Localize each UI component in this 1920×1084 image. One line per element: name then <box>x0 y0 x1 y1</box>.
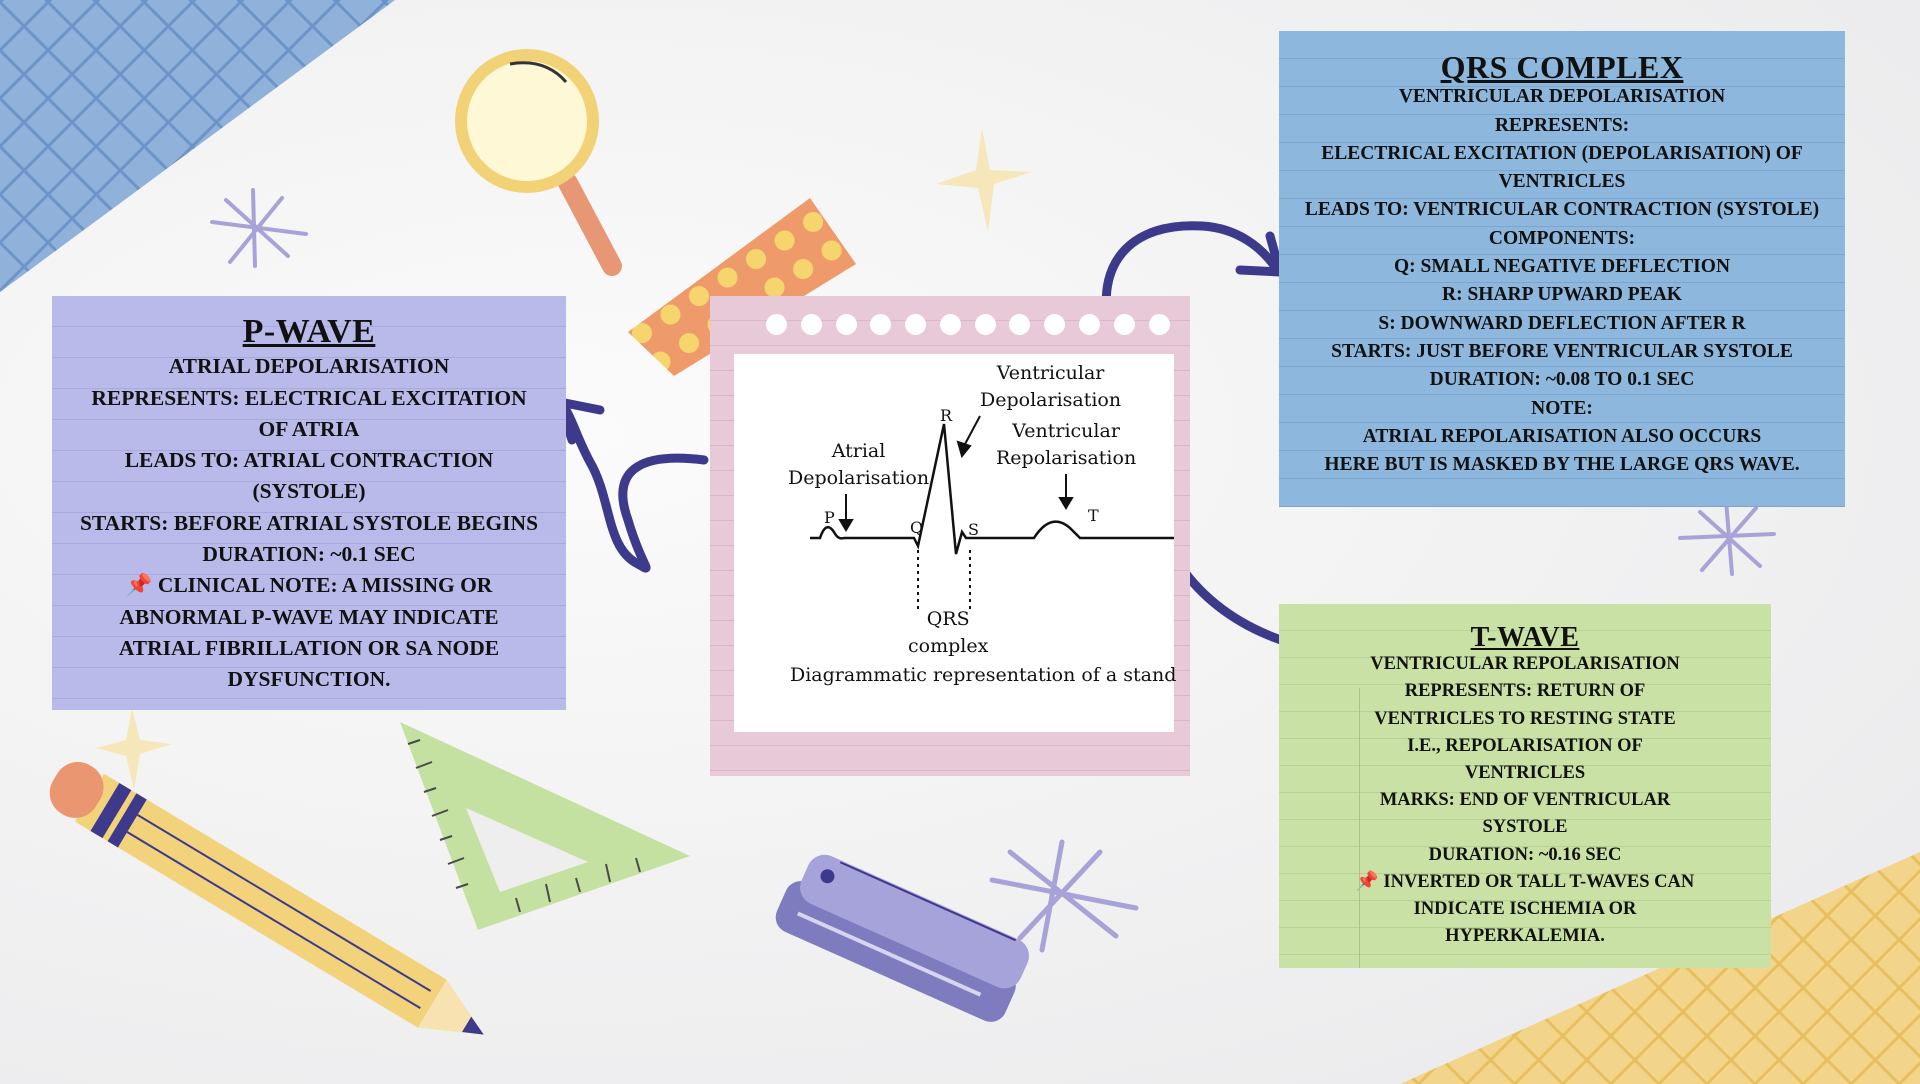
ecg-diagram: Ventricular Depolarisation Ventricular R… <box>734 354 1177 732</box>
t-wave-line: VENTRICULAR REPOLARISATION <box>1370 654 1680 675</box>
ring-hole <box>766 314 787 335</box>
ventricular-repolarisation-label: Ventricular Repolarisation <box>996 420 1137 469</box>
p-wave-clinical-note: DYSFUNCTION. <box>227 667 391 692</box>
pushpin-icon: 📌 <box>1355 871 1379 892</box>
qrs-line: VENTRICLES <box>1498 171 1626 193</box>
t-wave-line: I.E., REPOLARISATION OF <box>1407 735 1643 756</box>
qrs-line: LEADS TO: VENTRICULAR CONTRACTION (SYSTO… <box>1304 199 1820 221</box>
qrs-complex-title: QRS COMPLEX <box>1440 49 1684 85</box>
t-wave-clinical-note: HYPERKALEMIA. <box>1445 926 1605 947</box>
arrow-to-p-wave <box>555 397 709 573</box>
t-wave-label: T <box>1088 506 1099 525</box>
qrs-complex-label: QRS complex <box>908 608 989 657</box>
ecg-trace <box>810 415 1174 610</box>
sparkle-icon <box>210 188 308 268</box>
sparkle-icon <box>989 839 1139 953</box>
ring-hole <box>1149 314 1170 335</box>
pencil-icon <box>49 762 484 1035</box>
ring-hole <box>1079 314 1100 335</box>
p-wave-line: OF ATRIA <box>258 416 360 441</box>
qrs-line: NOTE: <box>1531 397 1593 419</box>
ring-hole <box>836 314 857 335</box>
qrs-line: S: DOWNWARD DEFLECTION AFTER R <box>1378 312 1746 334</box>
t-wave-clinical-note: INDICATE ISCHEMIA OR <box>1413 899 1637 920</box>
p-wave-clinical-note: ABNORMAL P-WAVE MAY INDICATE <box>119 604 499 629</box>
t-wave-title: T-WAVE <box>1470 622 1580 653</box>
qrs-line: Q: SMALL NEGATIVE DEFLECTION <box>1393 256 1731 278</box>
qrs-line: COMPONENTS: <box>1488 227 1636 249</box>
stapler-icon <box>775 854 1029 1022</box>
ring-hole <box>1114 314 1135 335</box>
s-wave-label: S <box>968 520 979 539</box>
p-wave-title: P-WAVE <box>242 313 376 350</box>
p-wave-line: LEADS TO: ATRIAL CONTRACTION <box>124 448 494 473</box>
p-wave-line: (SYSTOLE) <box>252 479 366 504</box>
t-wave-line: MARKS: END OF VENTRICULAR <box>1379 790 1671 811</box>
r-wave-label: R <box>940 406 953 425</box>
qrs-line: R: SHARP UPWARD PEAK <box>1442 284 1682 306</box>
qrs-line: ELECTRICAL EXCITATION (DEPOLARISATION) O… <box>1321 142 1803 164</box>
ring-hole <box>1009 314 1030 335</box>
p-wave-line: STARTS: BEFORE ATRIAL SYSTOLE BEGINS <box>79 510 539 535</box>
ring-hole <box>940 314 961 335</box>
p-wave-clinical-note: ATRIAL FIBRILLATION OR SA NODE <box>118 635 500 660</box>
qrs-line: HERE BUT IS MASKED BY THE LARGE QRS WAVE… <box>1324 454 1800 476</box>
t-wave-card: T-WAVE VENTRICULAR REPOLARISATION REPRES… <box>1279 604 1771 968</box>
qrs-line: STARTS: JUST BEFORE VENTRICULAR SYSTOLE <box>1331 340 1793 362</box>
ventricular-depolarisation-label: Ventricular Depolarisation <box>980 362 1122 411</box>
p-wave-line: DURATION: ~0.1 SEC <box>202 542 416 567</box>
pushpin-icon: 📌 <box>125 573 153 598</box>
diagram-caption: Diagrammatic representation of a stand <box>790 664 1177 686</box>
ring-hole <box>801 314 822 335</box>
sparkle-icon <box>96 708 172 790</box>
t-wave-line: SYSTOLE <box>1482 817 1568 838</box>
t-wave-line: DURATION: ~0.16 SEC <box>1428 844 1622 865</box>
p-wave-clinical-note: 📌 CLINICAL NOTE: A MISSING OR <box>125 573 493 598</box>
qrs-line: VENTRICULAR DEPOLARISATION <box>1398 86 1726 108</box>
t-wave-line: REPRESENTS: RETURN OF <box>1404 681 1646 702</box>
qrs-complex-card: QRS COMPLEX VENTRICULAR DEPOLARISATION R… <box>1279 31 1845 507</box>
grid-paper-icon <box>0 0 395 292</box>
grid-paper-icon <box>1400 852 1920 1084</box>
atrial-depolarisation-label: Atrial Depolarisation <box>788 440 930 489</box>
p-wave-card: P-WAVE ATRIAL DEPOLARISATION REPRESENTS:… <box>52 296 566 710</box>
magnifying-glass-icon <box>455 49 622 276</box>
qrs-line: DURATION: ~0.08 TO 0.1 SEC <box>1429 369 1695 391</box>
set-square-icon <box>400 722 690 930</box>
sparkle-icon <box>1678 498 1776 576</box>
p-wave-line: REPRESENTS: ELECTRICAL EXCITATION <box>91 385 527 410</box>
washi-tape-icon <box>628 198 856 376</box>
qrs-line: ATRIAL REPOLARISATION ALSO OCCURS <box>1362 425 1762 447</box>
q-wave-label: Q <box>910 518 924 537</box>
ring-hole <box>870 314 891 335</box>
sparkle-icon <box>936 128 1032 232</box>
t-wave-line: VENTRICLES <box>1464 763 1586 784</box>
t-wave-clinical-note: 📌 INVERTED OR TALL T-WAVES CAN <box>1355 871 1695 892</box>
qrs-line: REPRESENTS: <box>1494 114 1630 136</box>
p-wave-label: P <box>824 508 835 527</box>
ring-hole <box>975 314 996 335</box>
ring-hole <box>905 314 926 335</box>
p-wave-line: ATRIAL DEPOLARISATION <box>168 354 450 379</box>
t-wave-line: VENTRICLES TO RESTING STATE <box>1374 708 1676 729</box>
ring-hole <box>1044 314 1065 335</box>
